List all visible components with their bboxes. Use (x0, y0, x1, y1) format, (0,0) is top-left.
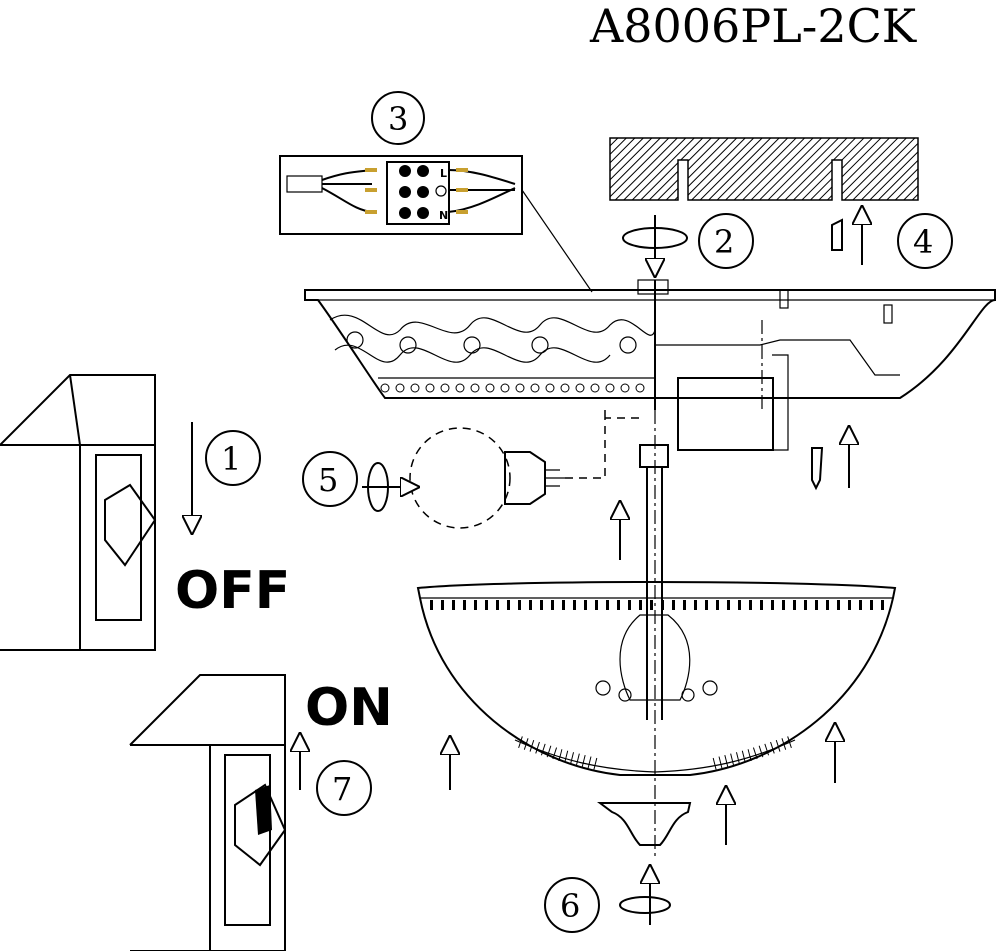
step-4-number: 4 (913, 223, 933, 261)
ceiling-canopy (304, 279, 996, 451)
rotate-icon (619, 874, 671, 925)
wiring-inset: L N (279, 155, 593, 293)
finial (597, 795, 726, 846)
center-rod (620, 410, 669, 860)
screw-icon (811, 435, 849, 491)
ceiling (609, 137, 919, 201)
step-7-number: 7 (332, 770, 352, 808)
step-3-number: 3 (388, 100, 408, 138)
terminal-block: L N (386, 161, 450, 225)
on-label: ON (305, 678, 393, 738)
step-5-number: 5 (318, 461, 338, 499)
light-bulb (409, 410, 640, 529)
rotate-icon (622, 215, 688, 268)
earth-icon (435, 185, 447, 197)
terminal-neutral-label: N (439, 209, 448, 222)
step-6-number: 6 (560, 887, 580, 925)
wall-switch-off (0, 374, 157, 651)
off-label: OFF (175, 561, 290, 621)
wall-plug-icon (831, 215, 862, 265)
rotate-icon (362, 462, 410, 512)
step-1-number: 1 (221, 440, 241, 478)
glass-bowl (416, 581, 897, 776)
model-number: A8006PL-2CK (589, 0, 918, 53)
terminal-live-label: L (440, 167, 447, 180)
wall-switch-on (129, 674, 287, 951)
step-2-number: 2 (714, 223, 734, 261)
